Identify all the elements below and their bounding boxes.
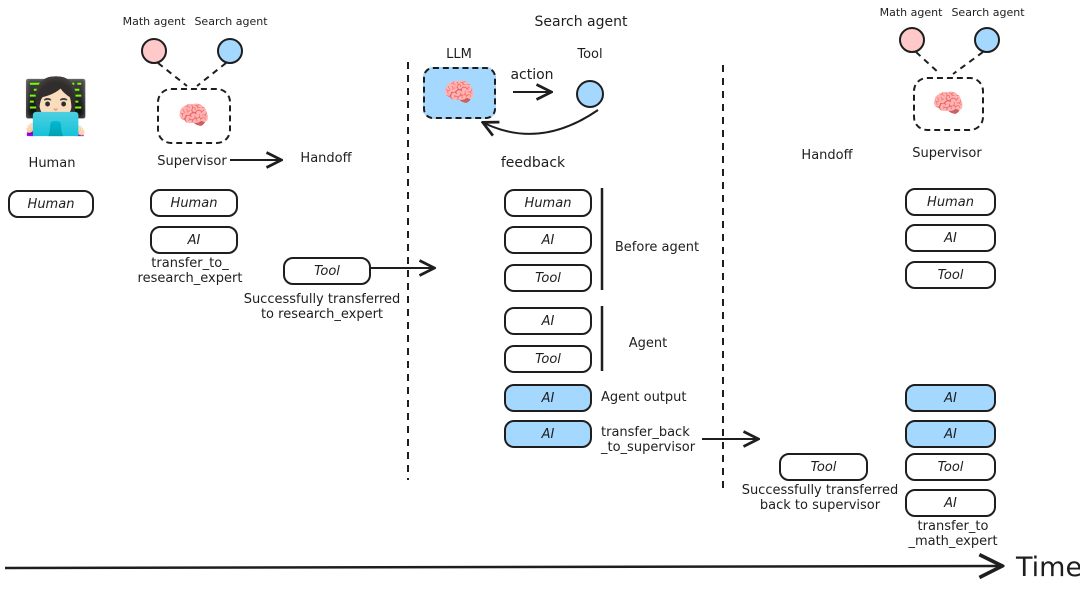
middle-tool-node (576, 80, 604, 108)
middle-msg-ai-2: AI (504, 307, 592, 335)
left-search-agent-label: Search agent (194, 15, 268, 28)
middle-tool-label: Tool (577, 47, 603, 62)
before-agent-label: Before agent (614, 240, 700, 255)
time-axis-label: Time (1016, 552, 1080, 583)
left-math-agent-node (141, 38, 167, 64)
transfer-back-note: transfer_back _to_supervisor (601, 425, 696, 456)
feedback-arrow (484, 109, 599, 134)
right-msg-ai-3: AI (905, 420, 996, 448)
right-search-agent-link (952, 51, 984, 75)
brain-icon: 🧠 (443, 78, 476, 108)
left-search-agent-node (217, 38, 243, 64)
right-supervisor-label: Supervisor (912, 146, 982, 161)
right-msg-ai-2: AI (905, 384, 996, 412)
time-axis-arrow (4, 566, 1000, 568)
right-msg-tool-1: Tool (905, 261, 996, 289)
middle-msg-ai-1: AI (504, 226, 592, 254)
left-math-agent-link (157, 62, 188, 87)
middle-msg-ai-output: AI (504, 384, 592, 412)
llm-label: LLM (446, 47, 472, 62)
right-success-note: Successfully transferred back to supervi… (741, 483, 899, 514)
right-handoff-tool-box: Tool (779, 453, 868, 481)
left-success-note: Successfully transferred to research_exp… (243, 292, 401, 323)
right-transfer-note: transfer_to _math_expert (908, 519, 998, 550)
right-search-agent-node (974, 27, 1000, 53)
human-message-box: Human (8, 190, 94, 218)
left-handoff-label: Handoff (300, 151, 352, 166)
agent-label: Agent (628, 336, 668, 351)
right-math-agent-link (915, 51, 941, 75)
human-user-icon: 👩🏻‍💻 (22, 75, 90, 138)
right-msg-ai-4: AI (905, 489, 996, 517)
right-math-agent-node (899, 27, 925, 53)
feedback-label: feedback (500, 155, 566, 171)
left-msg-ai: AI (150, 226, 238, 254)
middle-msg-human: Human (504, 189, 592, 217)
right-supervisor-node: 🧠 (913, 77, 984, 131)
brain-icon: 🧠 (177, 101, 211, 131)
right-search-agent-label: Search agent (951, 6, 1025, 19)
agent-output-label: Agent output (601, 390, 687, 405)
brain-icon: 🧠 (932, 89, 965, 119)
right-msg-human: Human (905, 188, 996, 216)
right-msg-ai-1: AI (905, 224, 996, 252)
left-search-agent-link (196, 62, 227, 87)
right-msg-tool-2: Tool (905, 453, 996, 481)
right-handoff-label: Handoff (801, 148, 853, 163)
action-label: action (510, 67, 554, 83)
middle-msg-tool-2: Tool (504, 345, 592, 373)
llm-node: 🧠 (423, 67, 496, 119)
middle-msg-tool-1: Tool (504, 264, 592, 292)
left-msg-human: Human (150, 189, 238, 217)
left-supervisor-node: 🧠 (157, 88, 231, 144)
left-math-agent-label: Math agent (122, 15, 186, 28)
left-transfer-note: transfer_to_ research_expert (137, 256, 243, 287)
left-handoff-tool-box: Tool (283, 257, 371, 285)
right-math-agent-label: Math agent (879, 6, 943, 19)
left-supervisor-label: Supervisor (157, 154, 227, 169)
middle-msg-ai-transfer: AI (504, 420, 592, 448)
middle-title: Search agent (534, 14, 628, 30)
human-label: Human (28, 156, 76, 171)
